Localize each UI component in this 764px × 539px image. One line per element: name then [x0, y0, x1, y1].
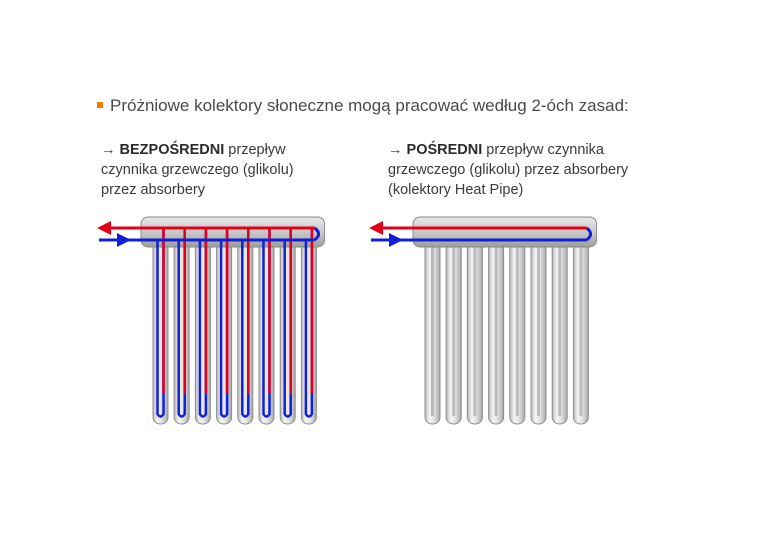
indirect-caption-line-1: → POŚREDNI przepływ czynnika: [388, 140, 628, 160]
vacuum-tube: [152, 237, 169, 425]
vacuum-tube: [300, 237, 317, 425]
vacuum-tube: [173, 237, 190, 425]
indirect-caption-rest: przepływ czynnika: [482, 142, 604, 158]
manifold-header: [412, 216, 598, 248]
heading-text: Próżniowe kolektory słoneczne mogą praco…: [110, 96, 629, 115]
indirect-flow-caption: → POŚREDNI przepływ czynnika grzewczego …: [388, 140, 628, 200]
hot-outflow-arrow-icon: [97, 221, 111, 235]
u-tube-cold-leg: [304, 228, 314, 418]
direct-flow-collector: [97, 216, 326, 425]
u-tube-cold-leg: [177, 228, 186, 418]
direct-caption-line-1: → BEZPOŚREDNI przepływ: [101, 140, 294, 160]
slide-heading: Próżniowe kolektory słoneczne mogą praco…: [97, 96, 629, 116]
u-tube-cold-leg: [283, 228, 292, 418]
vacuum-tube: [279, 237, 296, 425]
u-tube-cold-leg: [219, 228, 229, 418]
indirect-caption-line-2: grzewczego (glikolu) przez absorbery: [388, 162, 629, 178]
direct-caption-strong: BEZPOŚREDNI: [119, 142, 225, 158]
return-bend: [313, 226, 321, 242]
cold-inflow-arrow-icon: [117, 233, 131, 247]
indirect-caption-strong: POŚREDNI: [406, 142, 483, 158]
vacuum-tube: [237, 237, 254, 425]
hot-outflow-arrow-icon: [369, 221, 383, 235]
cold-inflow-arrow-icon: [389, 233, 403, 247]
arrow-right-icon: →: [101, 142, 116, 158]
u-tube-cold-leg: [262, 228, 271, 418]
vacuum-tube: [258, 237, 275, 425]
manifold-header: [140, 216, 326, 248]
return-bend: [585, 226, 593, 242]
direct-caption-line-3: przez absorbery: [101, 182, 205, 198]
direct-flow-caption: → BEZPOŚREDNI przepływ czynnika grzewcze…: [101, 140, 294, 200]
heat-pipe-collector: [369, 216, 598, 425]
vacuum-tube: [194, 237, 211, 425]
u-tube-cold-leg: [156, 228, 165, 418]
indirect-caption-line-3: (kolektory Heat Pipe): [388, 182, 524, 198]
direct-caption-line-2: czynnika grzewczego (glikolu): [101, 162, 294, 178]
vacuum-tube: [216, 237, 233, 425]
arrow-right-icon: →: [388, 142, 403, 158]
u-tube-cold-leg: [198, 228, 208, 418]
bullet-square-icon: [97, 102, 103, 108]
u-tube-cold-leg: [241, 228, 250, 418]
direct-caption-rest: przepływ: [224, 142, 286, 158]
